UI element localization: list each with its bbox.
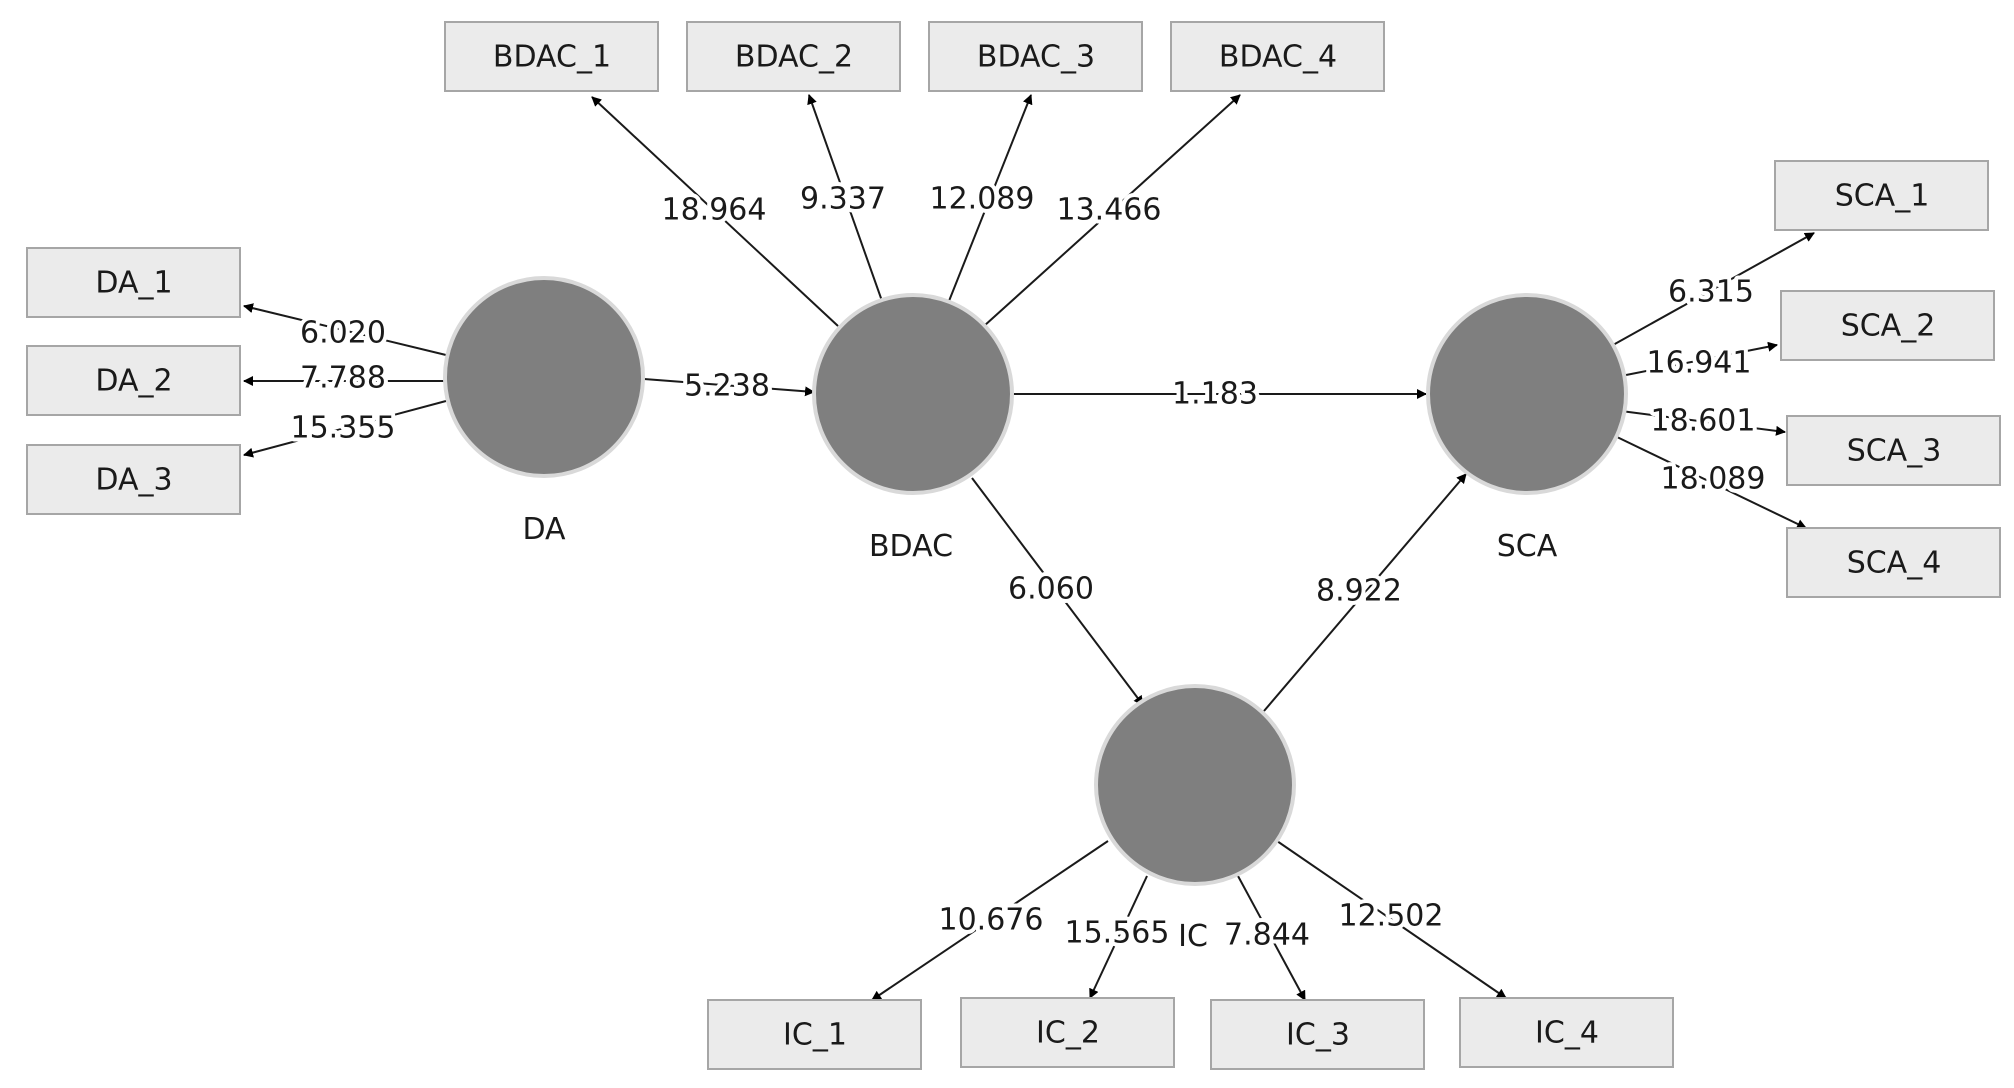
- loading-value-bdac-2: 9.337: [800, 182, 886, 217]
- loading-line-bdac-4: [983, 94, 1241, 327]
- indicator-label-da-2: DA_2: [95, 364, 172, 399]
- construct-ic[interactable]: [1094, 684, 1296, 886]
- indicator-label-da-3: DA_3: [95, 463, 172, 498]
- loading-line-sca-1: [1612, 232, 1815, 346]
- indicator-box-bdac-1[interactable]: [444, 21, 659, 92]
- loading-value-ic-2: 15.565: [1065, 916, 1170, 951]
- indicator-box-sca-4[interactable]: [1786, 527, 2001, 598]
- loading-line-sca-2: [1620, 341, 1778, 377]
- indicator-label-sca-2: SCA_2: [1841, 309, 1936, 344]
- indicator-box-ic-2[interactable]: [960, 997, 1175, 1068]
- indicator-label-ic-4: IC_4: [1535, 1016, 1599, 1051]
- indicator-label-ic-1: IC_1: [783, 1018, 847, 1053]
- construct-bdac[interactable]: [812, 293, 1014, 495]
- path-value-bdac-sca: 1.183: [1172, 377, 1258, 412]
- indicator-label-bdac-2: BDAC_2: [735, 40, 853, 75]
- indicator-label-bdac-3: BDAC_3: [977, 40, 1095, 75]
- loading-value-sca-1: 6.315: [1668, 275, 1754, 310]
- indicator-box-ic-4[interactable]: [1459, 997, 1674, 1068]
- path-value-da-bdac: 5.238: [684, 369, 770, 404]
- loading-line-bdac-1: [591, 96, 839, 327]
- loading-value-sca-4: 18.089: [1661, 462, 1766, 497]
- indicator-box-sca-3[interactable]: [1786, 415, 2001, 486]
- path-value-bdac-ic: 6.060: [1008, 572, 1094, 607]
- loading-value-sca-3: 18.601: [1651, 404, 1756, 439]
- path-line-bdac-ic: [971, 477, 1144, 706]
- loading-line-ic-3: [1237, 875, 1306, 1001]
- loading-value-da-1: 6.020: [300, 316, 386, 351]
- construct-label-da: DA: [522, 512, 566, 547]
- indicator-label-da-1: DA_1: [95, 266, 172, 301]
- construct-sca[interactable]: [1426, 293, 1628, 495]
- loading-line-sca-3: [1620, 410, 1786, 436]
- indicator-label-sca-4: SCA_4: [1847, 546, 1942, 581]
- indicator-box-da-2[interactable]: [26, 345, 241, 416]
- indicator-box-da-1[interactable]: [26, 247, 241, 318]
- indicator-box-bdac-2[interactable]: [686, 21, 901, 92]
- loading-value-sca-2: 16.941: [1647, 346, 1752, 381]
- loading-line-ic-2: [1089, 875, 1148, 999]
- loading-value-bdac-1: 18.964: [662, 193, 767, 228]
- path-value-ic-sca: 8.922: [1316, 574, 1402, 609]
- loading-value-ic-1: 10.676: [939, 903, 1044, 938]
- loading-line-ic-1: [871, 840, 1109, 1001]
- indicator-box-bdac-4[interactable]: [1170, 21, 1385, 92]
- indicator-box-sca-1[interactable]: [1774, 160, 1989, 231]
- loading-line-sca-4: [1616, 436, 1807, 529]
- path-line-ic-sca: [1263, 473, 1467, 712]
- loading-line-bdac-3: [948, 94, 1033, 302]
- indicator-label-ic-2: IC_2: [1036, 1016, 1100, 1051]
- indicator-label-bdac-1: BDAC_1: [493, 40, 611, 75]
- construct-label-bdac: BDAC: [869, 529, 953, 564]
- loading-line-ic-4: [1276, 840, 1507, 999]
- loading-value-bdac-3: 12.089: [930, 182, 1035, 217]
- loading-line-da-1: [243, 303, 447, 356]
- indicator-label-bdac-4: BDAC_4: [1219, 40, 1337, 75]
- construct-label-ic: IC: [1178, 919, 1208, 954]
- indicator-box-bdac-3[interactable]: [928, 21, 1143, 92]
- loading-value-ic-4: 12.502: [1339, 899, 1444, 934]
- loading-line-da-3: [243, 400, 447, 458]
- indicator-box-da-3[interactable]: [26, 444, 241, 515]
- indicator-box-ic-3[interactable]: [1210, 999, 1425, 1070]
- indicator-box-ic-1[interactable]: [707, 999, 922, 1070]
- loading-value-da-3: 15.355: [291, 411, 396, 446]
- indicator-label-sca-1: SCA_1: [1835, 179, 1930, 214]
- construct-da[interactable]: [443, 276, 645, 478]
- loading-line-bdac-2: [807, 94, 883, 302]
- construct-label-sca: SCA: [1497, 529, 1558, 564]
- indicator-label-sca-3: SCA_3: [1847, 434, 1942, 469]
- indicator-box-sca-2[interactable]: [1780, 290, 1995, 361]
- indicator-label-ic-3: IC_3: [1286, 1018, 1350, 1053]
- path-line-da-bdac: [643, 378, 815, 397]
- loading-value-bdac-4: 13.466: [1057, 193, 1162, 228]
- loading-value-da-2: 7.788: [300, 361, 386, 396]
- loading-value-ic-3: 7.844: [1224, 918, 1310, 953]
